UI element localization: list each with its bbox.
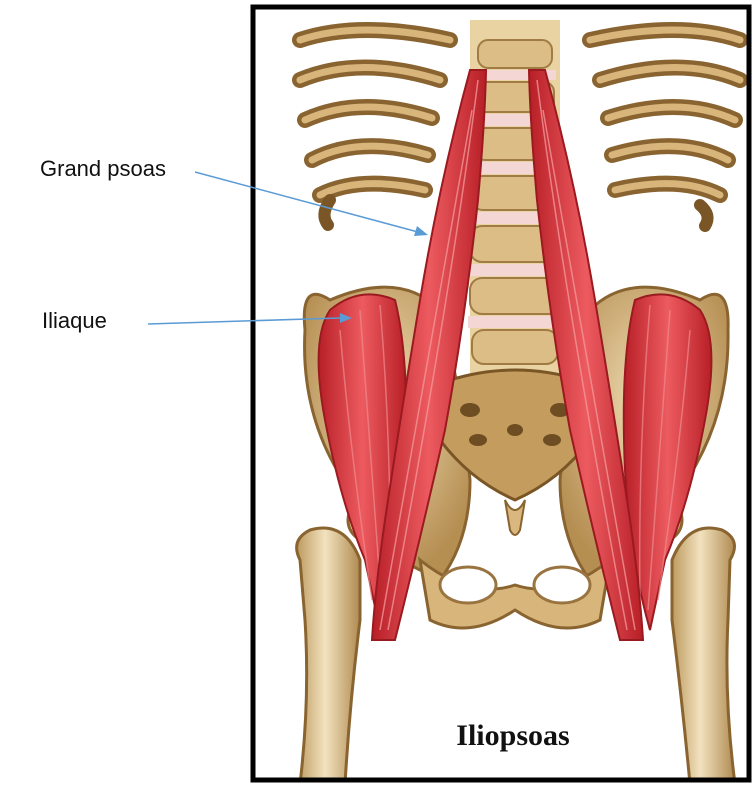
psoas-label: Grand psoas: [40, 156, 166, 182]
iliaque-label: Iliaque: [42, 308, 107, 334]
plate-title: Iliopsoas: [456, 719, 569, 752]
illustration-plate: [253, 7, 749, 784]
